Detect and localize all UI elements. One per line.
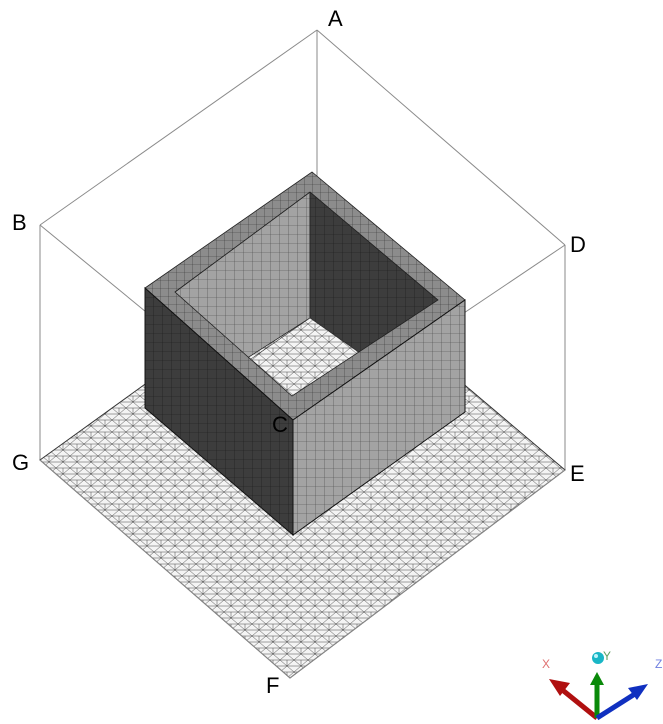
corner-label-E: E xyxy=(570,461,585,486)
axis-z-arrowhead xyxy=(628,684,648,700)
corner-label-F: F xyxy=(266,673,279,698)
edge-E-F xyxy=(289,469,566,679)
axis-y-label: Y xyxy=(603,649,611,663)
axis-x-arrow xyxy=(558,686,599,720)
corner-label-B: B xyxy=(12,210,27,235)
edge-A-B xyxy=(39,29,318,226)
corner-label-G: G xyxy=(12,450,29,475)
axis-z-arrow xyxy=(595,689,640,721)
outer-wall-right xyxy=(292,299,466,536)
corner-label-C: C xyxy=(272,412,288,437)
edge-G-F xyxy=(39,459,291,679)
axis-x-label: X xyxy=(542,657,550,671)
axis-z-label: Z xyxy=(655,657,662,671)
corner-label-D: D xyxy=(570,232,586,257)
origin-sphere-highlight xyxy=(594,654,598,658)
axis-x-arrowhead xyxy=(549,679,570,696)
axis-triad: X Y Z xyxy=(542,649,662,721)
axis-y-arrowhead xyxy=(590,672,604,685)
corner-label-A: A xyxy=(328,6,343,31)
edge-A-D xyxy=(316,29,566,246)
